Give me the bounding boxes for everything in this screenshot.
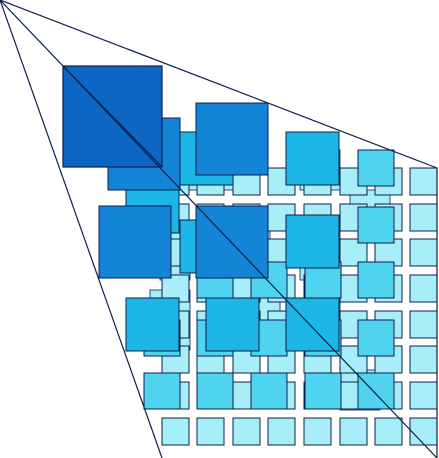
tier1-square [143,372,181,410]
tier1-square [250,372,288,410]
tier2-square [125,297,180,352]
tier1-square [357,372,395,410]
tier1-square [196,372,234,410]
tier0-square [267,417,296,446]
tier3-square [195,102,269,176]
tier2-square [285,214,340,269]
tier0-square [409,381,438,410]
tier0-square [303,417,332,446]
tier0-square [339,417,368,446]
tier2-square [285,131,340,186]
tier2-square [285,297,340,352]
guide-line [0,0,438,169]
guide-line [0,0,163,458]
tier3-square [98,205,172,279]
tier1-square [357,319,395,357]
tier0-square [409,238,438,267]
tier0-square [409,274,438,303]
tier0-square [409,310,438,339]
tier0-square [409,167,438,196]
tier0-square [409,417,438,446]
tier1-square [357,206,395,244]
tier1-square [304,372,342,410]
tier1-square [357,149,395,187]
tier0-square [409,345,438,374]
tier0-square [232,417,261,446]
tier2-square [205,297,260,352]
guide-line [62,65,163,168]
tier0-square [374,417,403,446]
tier0-square [196,417,225,446]
tier0-square [161,417,190,446]
tier1-square [357,261,395,299]
tier0-square [409,203,438,232]
